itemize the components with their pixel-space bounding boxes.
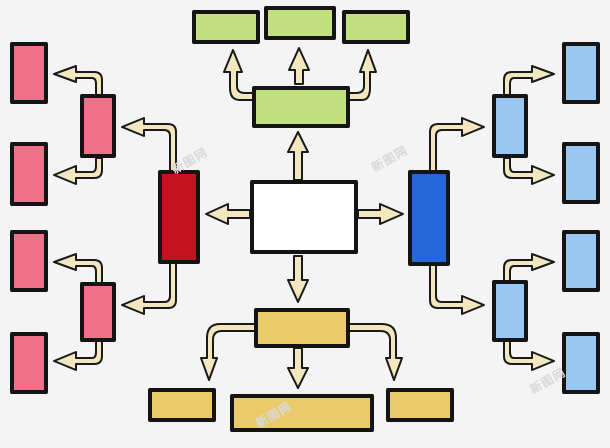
top-leaf-node-3: [342, 10, 410, 44]
diagram-nodes: [10, 6, 600, 432]
left-leaf-node-2: [10, 142, 48, 206]
arrow-right-subhub-2-to-leaf-3: [503, 253, 555, 285]
arrow-bottom-hub-to-leaf-1: [200, 323, 256, 381]
left-subhub-node-1: [80, 94, 116, 158]
bottom-leaf-node-3: [386, 388, 454, 422]
top-leaf-node-1: [192, 10, 260, 44]
arrow-top-hub-to-leaf-3: [347, 49, 377, 101]
arrow-top-hub-to-leaf-1: [223, 49, 259, 101]
arrow-bottom-hub-to-leaf-3: [347, 323, 403, 381]
right-subhub-node-2: [492, 280, 528, 342]
top-leaf-node-2: [264, 6, 336, 40]
arrow-top-hub-to-leaf-2: [288, 47, 310, 85]
arrow-left-subhub-2-to-leaf-4: [53, 339, 103, 371]
arrow-bottom-hub-to-leaf-2: [287, 347, 309, 389]
arrow-left-subhub-1-to-leaf-2: [53, 157, 103, 185]
bottom-hub-node: [254, 308, 350, 348]
left-subhub-node-2: [80, 282, 116, 342]
right-subhub-node-1: [492, 94, 528, 158]
arrow-right-subhub-1-to-leaf-2: [503, 157, 555, 185]
left-leaf-node-4: [10, 332, 48, 394]
left-leaf-node-3: [10, 230, 48, 292]
right-leaf-node-4: [562, 332, 600, 394]
arrow-right-subhub-2-to-leaf-4: [503, 339, 555, 371]
center-node: [250, 180, 358, 254]
bottom-leaf-node-2: [230, 394, 374, 432]
arrow-center-to-left-hub: [205, 203, 251, 225]
arrow-left-subhub-1-to-leaf-1: [53, 65, 103, 96]
arrow-left-hub-to-subhub-2: [121, 261, 177, 315]
arrow-left-subhub-2-to-leaf-3: [53, 253, 103, 285]
left-hub-node: [158, 170, 200, 264]
bottom-leaf-node-1: [148, 388, 216, 422]
top-hub-node: [252, 86, 350, 128]
left-leaf-node-1: [10, 42, 48, 104]
arrow-right-hub-to-subhub-2: [429, 263, 485, 315]
right-hub-node: [408, 170, 450, 266]
right-leaf-node-2: [562, 142, 600, 204]
right-leaf-node-1: [562, 42, 600, 104]
connector-arrows: [53, 47, 555, 389]
right-leaf-node-3: [562, 230, 600, 292]
arrow-center-to-right-hub: [357, 203, 404, 225]
arrow-right-subhub-1-to-leaf-1: [503, 65, 555, 96]
arrow-right-hub-to-subhub-1: [429, 117, 485, 173]
arrow-center-to-top-hub: [287, 131, 309, 181]
arrow-left-hub-to-subhub-1: [121, 117, 177, 173]
arrow-center-to-bottom-hub: [287, 255, 309, 303]
